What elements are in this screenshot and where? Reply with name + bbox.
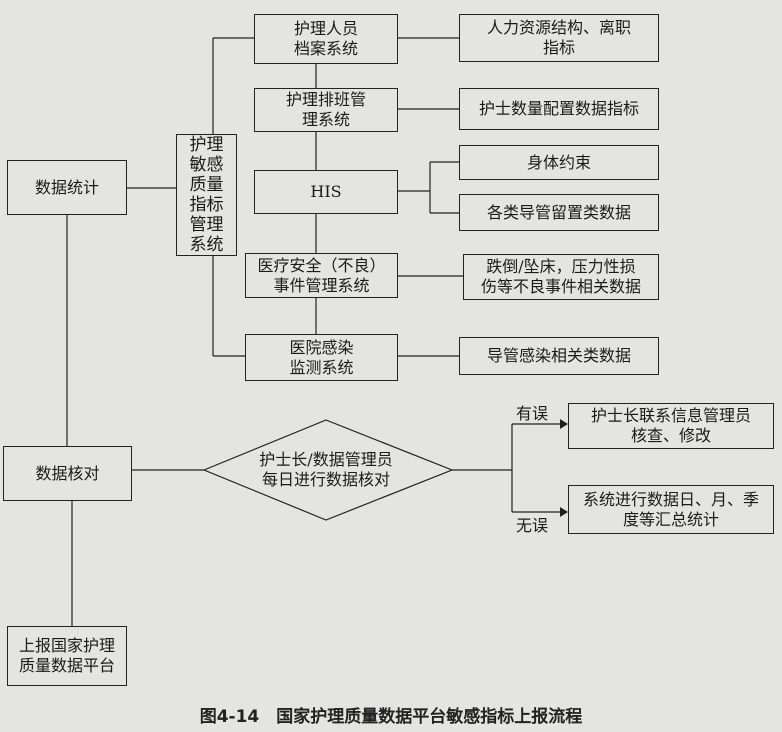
report-platform-box: 上报国家护理 质量数据平台 [7,626,127,686]
summary-stats-box: 系统进行数据日、月、季 度等汇总统计 [568,485,774,534]
safety-event-system-box: 医疗安全（不良） 事件管理系统 [245,253,398,298]
fall-pressure-box: 跌倒/坠床，压力性损 伤等不良事件相关数据 [463,254,659,300]
catheter-infection-box: 导管感染相关类数据 [459,337,659,375]
contact-admin-box: 护士长联系信息管理员 核查、修改 [568,403,774,449]
infection-monitoring-system-box: 医院感染 监测系统 [245,334,398,381]
nurse-count-box: 护士数量配置数据指标 [459,88,659,130]
staff-archive-system-box: 护理人员 档案系统 [254,14,398,64]
scheduling-system-box: 护理排班管 理系统 [254,88,398,132]
hr-structure-box: 人力资源结构、离职 指标 [459,14,659,62]
has-error-label: 有误 [516,404,549,423]
no-error-label: 无误 [516,516,549,535]
sensitive-indicator-system-box: 护理 敏感 质量 指标 管理 系统 [176,134,237,256]
decision-diamond-text: 护士长/数据管理员 每日进行数据核对 [259,450,393,489]
verify-box: 数据核对 [3,446,132,501]
restraint-box: 身体约束 [459,145,659,180]
catheter-data-box: 各类导管留置类数据 [459,194,659,231]
his-box: HIS [254,170,398,214]
stats-box: 数据统计 [7,160,127,215]
figure-caption: 图4-14 国家护理质量数据平台敏感指标上报流程 [199,707,583,727]
